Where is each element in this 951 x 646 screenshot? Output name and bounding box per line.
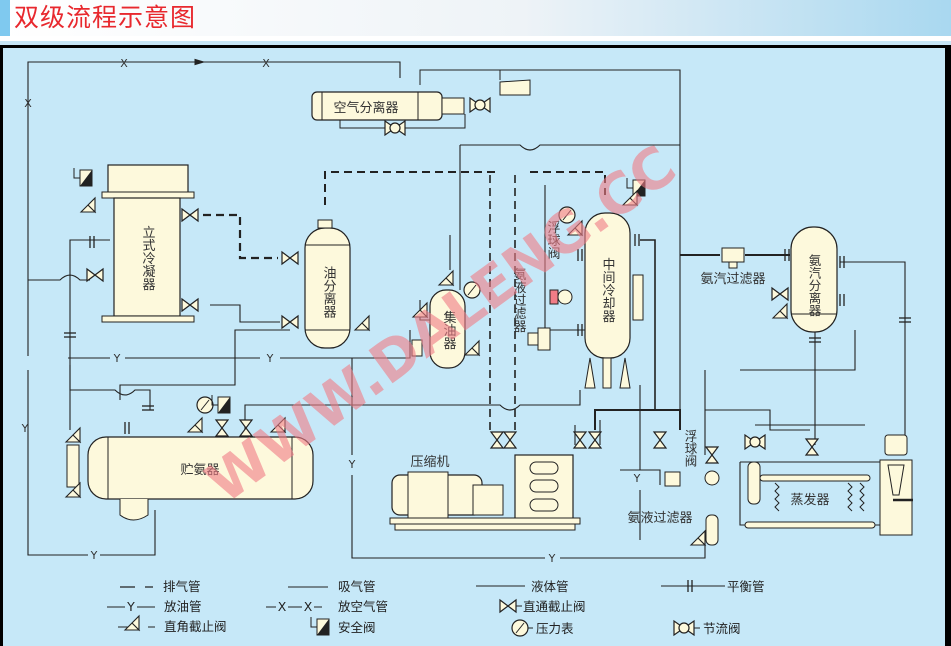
mark-oil: Y [548, 552, 556, 565]
ammonia-vapor-filter: 氨汽过滤器 [700, 247, 766, 287]
svg-text:液体管: 液体管 [531, 579, 569, 594]
receiver: 贮氨器 [65, 394, 314, 521]
oil-collector: 集油器 [411, 270, 481, 369]
label-air-separator: 空气分离器 [333, 100, 398, 116]
svg-text:吸气管: 吸气管 [338, 579, 376, 594]
globe-valve-icon [499, 599, 517, 613]
oil-separator: 油分离器 [281, 219, 370, 349]
svg-text:压力表: 压力表 [536, 621, 574, 636]
legend-item-safety-valve: 安全阀 [310, 616, 376, 636]
label-oil-separator: 油分离器 [321, 266, 337, 319]
mark-oil: Y [633, 472, 641, 485]
float-valve-upper: 浮球阀 [545, 206, 583, 305]
page-title: 双级流程示意图 [14, 3, 197, 32]
legend-item-pressure-gauge: 压力表 [511, 619, 574, 637]
air-separator: 空气分离器 [311, 69, 531, 136]
label-ammonia-liquid-filter-upper: 氨液过滤器 [511, 268, 527, 334]
angle-valve-icon [124, 615, 140, 631]
header-bar: 双级流程示意图 [0, 0, 951, 36]
mark-oil: Y [21, 422, 29, 435]
label-receiver: 贮氨器 [180, 463, 219, 478]
mark-oil: Y [90, 549, 98, 562]
label-float-valve-upper: 浮球阀 [545, 221, 561, 260]
svg-text:放空气管: 放空气管 [338, 599, 388, 614]
evaporator: 蒸发器 [744, 434, 913, 536]
header-accent [0, 0, 10, 36]
header-separator [0, 41, 951, 45]
legend-item-globe-valve: 直通截止阀 [499, 599, 586, 614]
pressure-gauge-icon [511, 619, 529, 637]
safety-valve-icon [310, 616, 330, 636]
ammonia-liquid-filter-lower: 氨液过滤器 [627, 511, 719, 546]
legend-item-air-purge: X X 放空气管 [266, 599, 388, 614]
compressor: 压缩机 [389, 431, 602, 531]
label-compressor: 压缩机 [410, 454, 449, 470]
svg-text:节流阀: 节流阀 [703, 621, 741, 636]
ammonia-liquid-filter-upper: 氨液过滤器 [511, 268, 551, 351]
legend-item-suction: 吸气管 [288, 579, 376, 594]
legend-item-oil-drain: Y 放油管 [107, 599, 202, 614]
legend-item-balance: 平衡管 [661, 579, 765, 594]
intercooler: 中间冷却器 [577, 177, 646, 389]
legend-item-exhaust: 排气管 [120, 579, 201, 594]
label-intercooler: 中间冷却器 [600, 258, 616, 324]
svg-text:X: X [278, 599, 287, 614]
svg-text:Y: Y [126, 599, 135, 614]
svg-text:直通截止阀: 直通截止阀 [523, 599, 586, 614]
legend-item-angle-valve: 直角截止阀 [118, 615, 227, 634]
svg-text:安全阀: 安全阀 [338, 620, 376, 635]
label-vertical-condenser: 立式冷凝器 [140, 226, 156, 292]
label-float-valve-lower: 浮球阀 [683, 429, 698, 467]
pipe-marks: X X X Y Y Y Y Y Y Y [21, 57, 641, 565]
mark-air: X [120, 57, 128, 70]
mark-air: X [24, 97, 32, 110]
svg-text:放油管: 放油管 [164, 599, 202, 614]
float-valve-lower: 浮球阀 [653, 429, 720, 487]
mark-oil: Y [348, 458, 356, 471]
svg-text:平衡管: 平衡管 [727, 579, 765, 594]
mark-air: X [262, 57, 270, 70]
ammonia-vapor-separator: 氨汽分离器 [771, 226, 912, 343]
legend-item-liquid: 液体管 [476, 579, 569, 594]
throttle-valve-icon [673, 620, 695, 636]
label-ammonia-vapor-separator: 氨汽分离器 [807, 254, 822, 317]
vertical-condenser: 立式冷凝器 [63, 164, 199, 338]
legend: 排气管 吸气管 液体管 平衡管 Y 放油管 X X 放空气管 [107, 579, 765, 637]
mark-oil: Y [266, 352, 274, 365]
mark-oil: Y [113, 352, 121, 365]
label-ammonia-liquid-filter-lower: 氨液过滤器 [627, 511, 692, 526]
svg-text:直角截止阀: 直角截止阀 [164, 619, 227, 634]
label-oil-collector: 集油器 [441, 310, 457, 351]
svg-text:X: X [304, 599, 313, 614]
air-vent-pipe [27, 58, 401, 356]
legend-item-throttle-valve: 节流阀 [673, 620, 741, 636]
label-evaporator: 蒸发器 [790, 492, 829, 508]
svg-text:排气管: 排气管 [163, 579, 201, 594]
label-ammonia-vapor-filter: 氨汽过滤器 [700, 272, 765, 287]
liquid-pipe-top [430, 69, 681, 410]
